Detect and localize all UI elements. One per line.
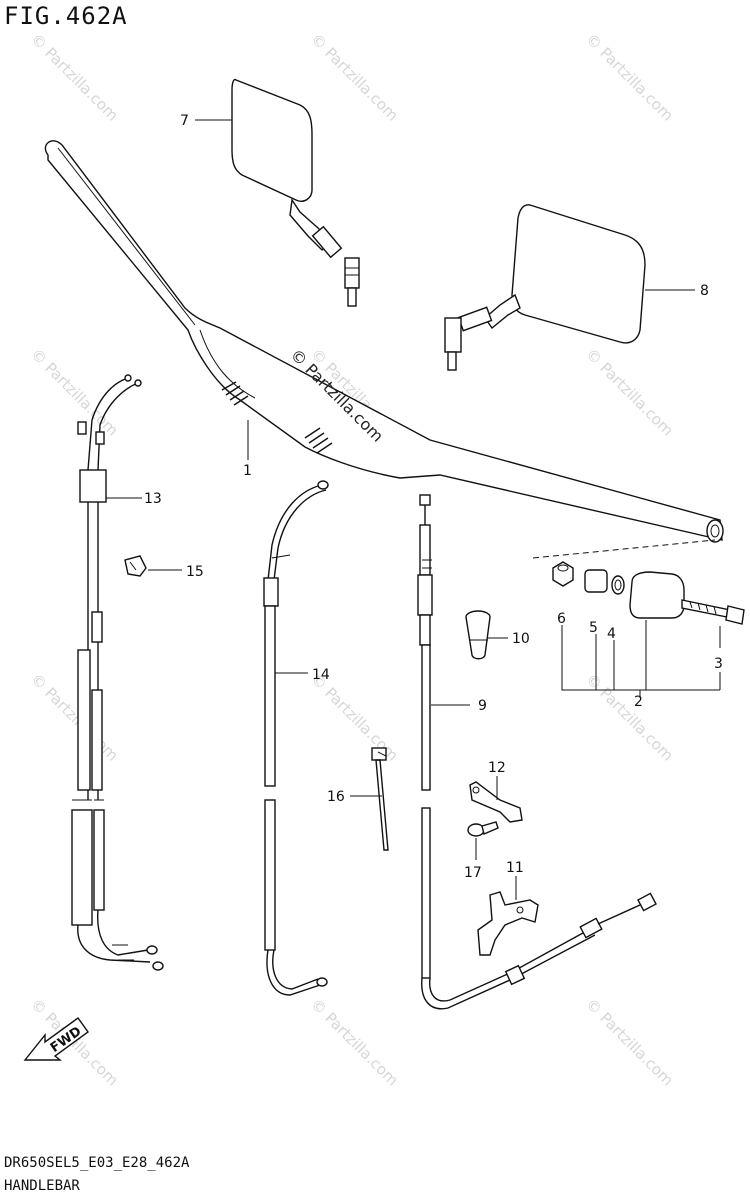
callout-2: 2 xyxy=(634,694,643,710)
callout-4: 4 xyxy=(607,626,616,642)
mirror-left-part[interactable] xyxy=(231,78,360,307)
callout-10: 10 xyxy=(512,631,530,647)
callout-14: 14 xyxy=(312,667,330,683)
band-part[interactable] xyxy=(371,747,389,851)
handlebar-part[interactable] xyxy=(44,140,724,543)
callout-17: 17 xyxy=(464,865,482,881)
spacer-part[interactable] xyxy=(584,569,608,593)
callout-13: 13 xyxy=(144,491,162,507)
callout-12: 12 xyxy=(488,760,506,776)
callout-5: 5 xyxy=(589,620,598,636)
balancer-part[interactable] xyxy=(629,571,685,619)
figure-title: FIG.462A xyxy=(4,2,128,30)
screw-part[interactable] xyxy=(467,821,499,837)
callout-15: 15 xyxy=(186,564,204,580)
clamp-12-part[interactable] xyxy=(469,781,523,823)
callout-9: 9 xyxy=(478,698,487,714)
bolt-part[interactable] xyxy=(681,599,745,625)
choke-cable-part[interactable] xyxy=(263,480,329,996)
callout-11: 11 xyxy=(506,860,524,876)
throttle-grip-part[interactable] xyxy=(465,610,491,660)
callout-1: 1 xyxy=(243,463,252,479)
clamp-11-part[interactable] xyxy=(477,891,539,956)
assembly-line xyxy=(532,539,716,559)
clip-part[interactable] xyxy=(124,555,147,577)
section-name: HANDLEBAR xyxy=(4,1178,80,1194)
model-code: DR650SEL5_E03_E28_462A xyxy=(4,1155,190,1171)
washer-part[interactable] xyxy=(611,575,625,595)
callout-6: 6 xyxy=(557,611,566,627)
callout-16: 16 xyxy=(327,789,345,805)
mirror-right-part[interactable] xyxy=(444,204,646,371)
nut-part[interactable] xyxy=(552,561,574,587)
clutch-cable-part[interactable] xyxy=(417,494,657,1010)
callout-3: 3 xyxy=(714,656,723,672)
balancer-leader-lines xyxy=(561,620,721,698)
throttle-cable-part[interactable] xyxy=(71,374,164,971)
knurl-marks xyxy=(221,381,333,454)
fwd-arrow-icon: FWD xyxy=(23,1017,89,1061)
callout-8: 8 xyxy=(700,283,709,299)
callout-7: 7 xyxy=(180,113,189,129)
